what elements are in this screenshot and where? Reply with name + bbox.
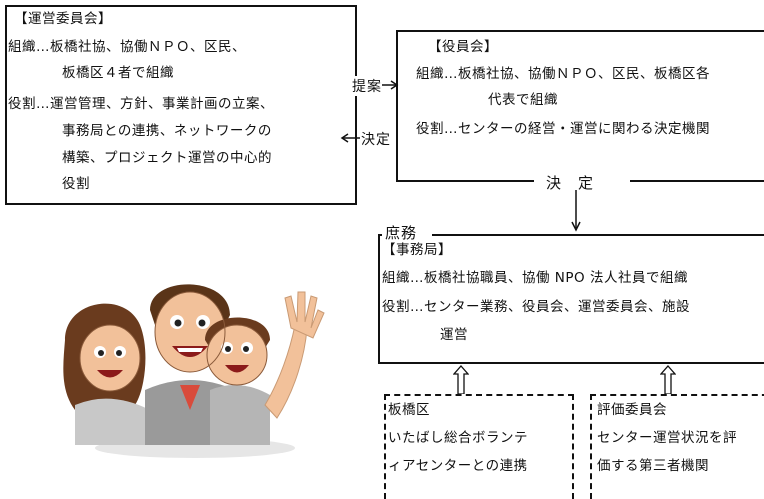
board-line-3: 役割…センターの経営・運営に関わる決定機関 [416, 121, 710, 137]
hollow-up-arrow-icon [660, 365, 676, 395]
steering-committee-title: 【運営委員会】 [14, 11, 112, 27]
hollow-up-arrow-icon [453, 365, 469, 395]
steering-committee-line-6: 役割 [62, 176, 90, 192]
decision-down-arrow-icon [571, 190, 581, 232]
steering-committee-line-2: 板橋区４者で組織 [62, 65, 174, 81]
secretariat-top-right-border [432, 234, 764, 236]
evaluation-committee-line-1: センター運営状況を評 [597, 430, 737, 446]
board-left-border [396, 30, 398, 182]
secretariat-top-left-border [378, 234, 382, 236]
itabashi-ward-title: 板橋区 [388, 402, 430, 418]
steering-committee-line-3: 役割…運営管理、方針、事業計画の立案、 [8, 96, 274, 112]
secretariat-line-3: 運営 [440, 327, 468, 343]
board-line-1: 組織…板橋社協、協働ＮＰＯ、区民、板橋区各 [416, 66, 710, 82]
evaluation-committee-title: 評価委員会 [597, 402, 667, 418]
decision-mid-label: 決 定 [546, 172, 595, 193]
secretariat-bottom-border [378, 362, 764, 364]
decision-left-arrow-icon [340, 133, 360, 143]
board-top-border [396, 30, 764, 32]
secretariat-line-1: 組織…板橋社協職員、協働 NPO 法人社員で組織 [382, 270, 688, 286]
evaluation-committee-box [590, 394, 764, 499]
steering-committee-box [5, 5, 357, 205]
board-bottom-left-border [396, 180, 534, 182]
board-line-2: 代表で組織 [488, 92, 558, 108]
decision-left-label: 決定 [361, 129, 391, 149]
board-bottom-right-border [630, 180, 764, 182]
steering-committee-line-1: 組織…板橋社協、協働ＮＰＯ、区民、 [8, 39, 246, 55]
steering-committee-line-4: 事務局との連携、ネットワークの [62, 123, 272, 139]
secretariat-line-2: 役割…センター業務、役員会、運営委員会、施設 [382, 299, 690, 315]
proposal-arrow-icon [382, 80, 399, 90]
proposal-label: 提案 [352, 76, 382, 96]
steering-committee-line-5: 構築、プロジェクト運営の中心的 [62, 150, 272, 166]
board-title: 【役員会】 [428, 39, 498, 55]
itabashi-ward-box [384, 394, 574, 499]
general-affairs-label: 庶務 [385, 224, 418, 242]
evaluation-committee-line-2: 価する第三者機関 [597, 458, 709, 474]
itabashi-ward-line-1: いたばし総合ボランテ [388, 430, 528, 446]
secretariat-left-border [378, 234, 380, 364]
itabashi-ward-line-2: ィアセンターとの連携 [388, 458, 528, 474]
secretariat-title: 【事務局】 [382, 242, 452, 258]
family-cartoon-icon [63, 284, 325, 458]
